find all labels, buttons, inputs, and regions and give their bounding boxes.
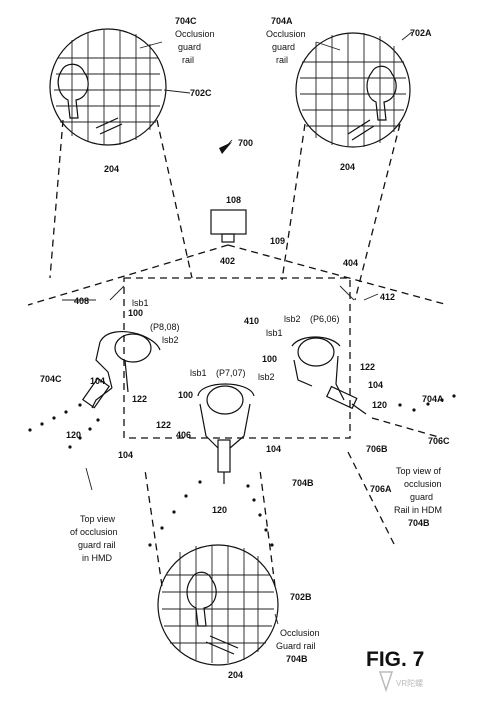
label-204-b: 204 bbox=[340, 162, 355, 172]
player-center bbox=[197, 383, 255, 484]
center-ref: 100 bbox=[178, 390, 193, 400]
guard-rail-704c-dots bbox=[28, 403, 100, 449]
hmd-view-702a bbox=[281, 32, 411, 301]
label-404: 404 bbox=[343, 258, 358, 268]
hmd-caption-left-4: in HMD bbox=[82, 553, 113, 563]
rail-callout-bottom-1: Occlusion bbox=[280, 628, 320, 638]
hmd-caption-right-2: occlusion bbox=[404, 479, 442, 489]
hmd-caption-left-2: of occlusion bbox=[70, 527, 118, 537]
label-706b: 706B bbox=[366, 444, 388, 454]
center-lsb1: lsb1 bbox=[190, 368, 207, 378]
label-702c: 702C bbox=[190, 88, 212, 98]
center-lsb2: lsb2 bbox=[258, 372, 275, 382]
hmd-caption-left-1: Top view bbox=[80, 514, 116, 524]
right-gun: 120 bbox=[372, 400, 387, 410]
hmd-view-702b bbox=[144, 469, 279, 666]
left-gun: 120 bbox=[66, 430, 81, 440]
rail-callout-top-left-3: rail bbox=[182, 55, 194, 65]
left-lsb2: lsb2 bbox=[162, 335, 179, 345]
left-lsb1: lsb1 bbox=[132, 298, 149, 308]
label-402: 402 bbox=[220, 256, 235, 266]
rail-callout-top-right-1: Occlusion bbox=[266, 29, 306, 39]
center-arm: 122 bbox=[156, 420, 171, 430]
gun-icon bbox=[347, 119, 375, 141]
rail-callout-top-right-3: rail bbox=[276, 55, 288, 65]
figure-title: FIG. 7 bbox=[366, 648, 424, 671]
label-108: 108 bbox=[226, 195, 241, 205]
hmd-caption-right-3: guard bbox=[410, 492, 433, 502]
hmd-caption-right-1: Top view of bbox=[396, 466, 442, 476]
center-controller: 104 bbox=[266, 444, 281, 454]
label-410: 410 bbox=[244, 316, 259, 326]
left-pos: (P8,08) bbox=[150, 322, 180, 332]
label-704a: 704A bbox=[422, 394, 444, 404]
rail-callout-bottom-3: 704B bbox=[286, 654, 308, 664]
label-704a-top: 704A bbox=[271, 16, 293, 26]
left-controller-2: 104 bbox=[118, 450, 133, 460]
rail-callout-top-left-1: Occlusion bbox=[175, 29, 215, 39]
player-left bbox=[81, 331, 161, 409]
label-702b: 702B bbox=[290, 592, 312, 602]
rail-callout-top-left-2: guard bbox=[178, 42, 201, 52]
hmd-caption-right-5: 704B bbox=[408, 518, 430, 528]
right-lsb2: lsb2 bbox=[284, 314, 301, 324]
label-204-a: 204 bbox=[104, 164, 119, 174]
label-700: 700 bbox=[238, 138, 253, 148]
player-right bbox=[291, 336, 367, 415]
label-702a: 702A bbox=[410, 28, 432, 38]
left-controller: 104 bbox=[90, 376, 105, 386]
hmd-caption-left-3: guard rail bbox=[78, 540, 116, 550]
tree-icon bbox=[186, 571, 217, 627]
camera-108 bbox=[27, 209, 449, 306]
watermark-logo: VR陀螺 bbox=[378, 671, 423, 693]
play-area-410 bbox=[123, 277, 351, 439]
label-706a: 706A bbox=[370, 484, 392, 494]
label-408: 408 bbox=[74, 296, 89, 306]
right-arm: 122 bbox=[360, 362, 375, 372]
tree-icon bbox=[366, 65, 397, 121]
label-109: 109 bbox=[270, 236, 285, 246]
right-controller: 104 bbox=[368, 380, 383, 390]
label-704c: 704C bbox=[40, 374, 62, 384]
gun-icon bbox=[205, 635, 239, 655]
center-gun: 120 bbox=[212, 505, 227, 515]
gun-icon bbox=[95, 117, 123, 135]
rail-callout-top-right-2: guard bbox=[272, 42, 295, 52]
label-412: 412 bbox=[380, 292, 395, 302]
label-704c-top: 704C bbox=[175, 16, 197, 26]
tree-icon bbox=[57, 63, 89, 119]
arrow-700 bbox=[219, 142, 232, 154]
label-204-c: 204 bbox=[228, 670, 243, 680]
right-lsb1: lsb1 bbox=[266, 328, 283, 338]
hmd-caption-right-4: Rail in HDM bbox=[394, 505, 442, 515]
right-pos: (P6,06) bbox=[310, 314, 340, 324]
label-406: 406 bbox=[176, 430, 191, 440]
guard-rail-704b-dots bbox=[148, 480, 274, 547]
watermark-text: VR陀螺 bbox=[396, 678, 423, 688]
center-pos: (P7,07) bbox=[216, 368, 246, 378]
left-ref: 100 bbox=[128, 308, 143, 318]
rail-callout-bottom-2: Guard rail bbox=[276, 641, 316, 651]
label-704b: 704B bbox=[292, 478, 314, 488]
left-arm: 122 bbox=[132, 394, 147, 404]
right-ref: 100 bbox=[262, 354, 277, 364]
guard-rail-704a-dots bbox=[347, 394, 456, 545]
hmd-view-702c bbox=[49, 28, 193, 279]
label-706c: 706C bbox=[428, 436, 450, 446]
